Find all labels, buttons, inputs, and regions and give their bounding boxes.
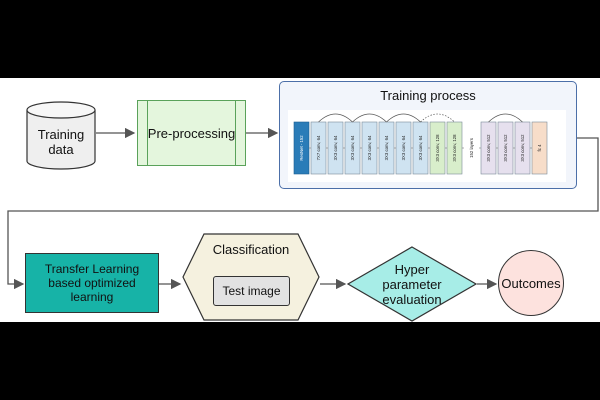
skip-connection [352, 113, 387, 123]
test-image-label: Test image [222, 284, 281, 298]
transfer-learning-label: Transfer Learning based optimized learni… [44, 262, 140, 304]
transfer-learning-node: Transfer Learning based optimized learni… [25, 253, 159, 313]
layer-label: 3X3 conv, 512 [520, 134, 525, 162]
layer-label: 3X3 conv, 64 [350, 135, 355, 160]
layer-label: 3X3 conv, 128 [435, 134, 440, 162]
hyper-diamond [347, 246, 477, 322]
layer-label: 3X3 conv, 64 [418, 135, 423, 160]
skip-connection [488, 113, 523, 123]
layer-label: 3X3 conv, 64 [384, 135, 389, 160]
layer-block [464, 122, 479, 174]
classification-node: Classification Test image [182, 233, 320, 321]
layer-label: fc 4 [537, 144, 542, 152]
training-data-node: Training data [26, 101, 96, 171]
layer-label: 152 layers [469, 138, 474, 158]
skip-connection [386, 113, 421, 123]
layer-label: 3X3 conv, 512 [503, 134, 508, 162]
training-data-label: Training data [37, 127, 85, 157]
training-process-node: Training process ResNet - 152 7X7 conv, 6… [279, 81, 577, 189]
layer-label: 3X3 conv, 64 [401, 135, 406, 160]
preprocessing-right-bar [235, 101, 236, 165]
preprocessing-label: Pre-processing [147, 125, 236, 141]
layer-label: 3X3 conv, 64 [367, 135, 372, 160]
test-image-box: Test image [213, 276, 290, 306]
layer-label: 3X3 conv, 512 [486, 134, 491, 162]
diagram-canvas: Training data Pre-processing Training pr… [0, 78, 600, 322]
network-layers-svg: ResNet - 152 7X7 conv, 64 3X3 conv, 64 3X3 … [293, 113, 548, 175]
skip-connection [420, 113, 455, 123]
connector-layer [7, 127, 599, 290]
skip-connection [318, 113, 353, 123]
classification-label: Classification [212, 242, 290, 257]
cylinder-shape [26, 101, 96, 170]
layer-label: 3X3 conv, 128 [452, 134, 457, 162]
outcomes-label: Outcomes [501, 275, 561, 291]
hyper-parameter-node: Hyper parameter evaluation [347, 246, 477, 322]
outcomes-node: Outcomes [498, 250, 564, 316]
layer-label: 7X7 conv, 64 [316, 135, 321, 160]
network-diagram: ResNet - 152 7X7 conv, 64 3X3 conv, 64 3X3 … [288, 110, 566, 182]
hyper-parameter-label: Hyper parameter evaluation [382, 261, 442, 307]
preprocessing-left-bar [147, 101, 148, 165]
preprocessing-node: Pre-processing [137, 100, 246, 166]
arrow-training-to-transfer [7, 137, 599, 290]
layer-label: 3X3 conv, 64 [333, 135, 338, 160]
training-process-title: Training process [380, 88, 476, 103]
layer-label: ResNet - 152 [299, 135, 304, 161]
